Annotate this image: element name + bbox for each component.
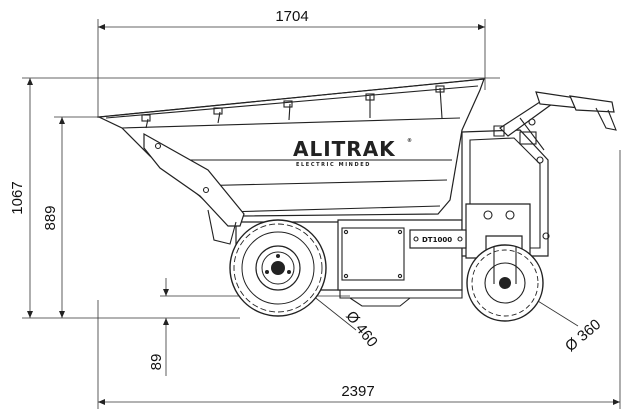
brand-registered-mark: ® <box>407 138 414 144</box>
dim-front-wheel-diameter: Ø 460 <box>342 308 381 351</box>
brand-decal: ALITRAK ® ELECTRIC MINDED <box>293 137 414 168</box>
dimension-lines <box>22 19 621 409</box>
dim-rear-wheel-diameter: Ø 360 <box>562 316 604 355</box>
tiller-handle <box>493 91 617 151</box>
brand-logo: ALITRAK <box>293 137 396 161</box>
model-label: DT1000 <box>422 236 452 244</box>
dim-total-height: 1067 <box>9 181 26 214</box>
brand-tagline: ELECTRIC MINDED <box>296 162 371 168</box>
skip-bucket <box>96 78 485 245</box>
dim-overall-length: 2397 <box>341 383 374 400</box>
dim-skip-length: 1704 <box>275 8 308 25</box>
dim-skip-height: 889 <box>42 205 59 230</box>
dim-ground-clearance: 89 <box>148 354 165 371</box>
dumper-machine: ALITRAK ® ELECTRIC MINDED DT1000 <box>96 78 617 322</box>
rear-wheel <box>466 235 544 322</box>
front-wheel <box>229 219 327 317</box>
